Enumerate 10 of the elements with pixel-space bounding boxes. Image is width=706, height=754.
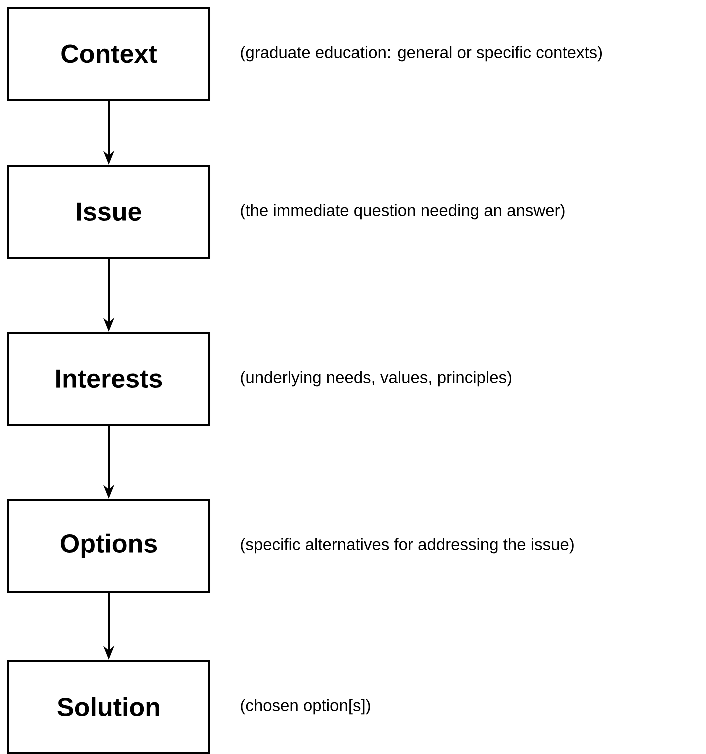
process-box: Context [8, 6, 210, 101]
annotation-text: (the immediate question needing an answer) [241, 204, 565, 220]
process-box: Interests [8, 332, 210, 426]
process-box: Solution [8, 660, 210, 754]
annotation-text: (specific alternatives for addressing the issue) [241, 538, 574, 554]
annotation-text: (chosen option[s]) [241, 699, 370, 715]
annotation-text: (underlying needs, values, principles) [241, 371, 512, 387]
process-box: Issue [8, 165, 210, 259]
process-box: Options [8, 499, 210, 593]
annotation-text: (graduate education: general or specific contexts) [241, 46, 602, 62]
